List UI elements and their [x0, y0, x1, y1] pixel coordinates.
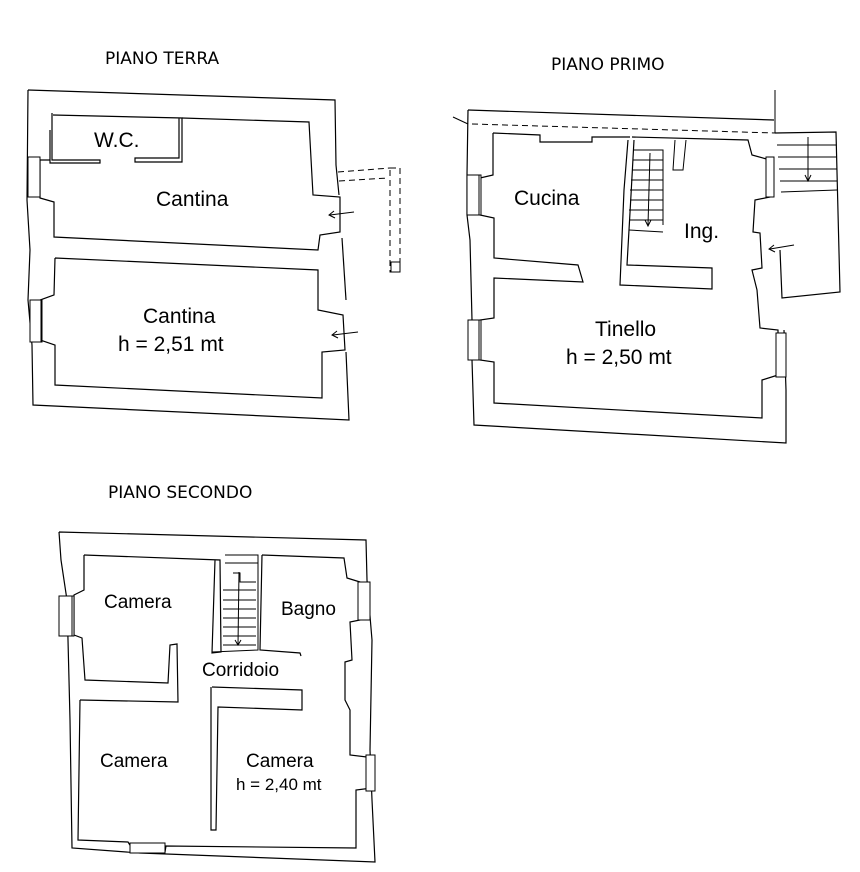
window: [467, 319, 482, 361]
interior-stair: [211, 554, 259, 653]
external-stair: [774, 131, 841, 299]
room-height: h = 2,50 mt: [566, 346, 672, 369]
room-label-cucina: Cucina: [514, 187, 580, 210]
entrance-arrow-icon: [768, 244, 795, 253]
room-label-cantina: Cantina: [156, 188, 229, 211]
entrance-arrow-icon: [328, 210, 355, 219]
window: [775, 332, 787, 378]
floor-title-piano-terra: PIANO TERRA: [105, 49, 219, 69]
bagno-wall: [259, 554, 302, 657]
outer-wall: [341, 237, 347, 301]
window: [29, 299, 43, 343]
window: [765, 156, 775, 198]
stair-wall: [619, 139, 713, 290]
room-height: h = 2,51 mt: [118, 333, 224, 356]
room-label-camera: Camera: [100, 751, 168, 772]
floor-title-piano-primo: PIANO PRIMO: [551, 55, 665, 75]
window: [58, 595, 75, 637]
floor-plan-piano-terra: PIANO TERRA W.C. Cantina Canti: [26, 49, 401, 421]
room-label-camera: Camera: [104, 592, 172, 613]
room-label-bagno: Bagno: [281, 599, 336, 620]
window: [129, 842, 166, 854]
window: [357, 581, 371, 621]
outer-wall: [26, 89, 350, 421]
floor-plan-piano-secondo: PIANO SECONDO: [58, 483, 376, 863]
stair-step: [390, 261, 401, 273]
interior-wall: [479, 133, 779, 419]
hidden-line: [471, 123, 776, 134]
window: [365, 754, 376, 792]
external-stair: [338, 177, 389, 182]
outer-wall: [467, 109, 775, 121]
cantina-1-wall: [39, 117, 341, 251]
interior-wall: [77, 699, 373, 853]
window: [27, 156, 41, 198]
outer-wall: [58, 531, 376, 863]
floor-title-piano-secondo: PIANO SECONDO: [108, 483, 252, 503]
cantina-2-wall: [39, 257, 346, 399]
corridor-wall: [210, 686, 303, 831]
bagno-wall: [261, 554, 376, 759]
room-label-tinello: Tinello: [595, 318, 656, 341]
room-label-wc: W.C.: [94, 129, 140, 152]
camera-wall: [73, 555, 179, 703]
outer-wall: [27, 89, 340, 196]
entrance-arrow-icon: [331, 330, 359, 339]
room-height: h = 2,40 mt: [236, 775, 322, 794]
floor-plan-piano-primo: PIANO PRIMO: [452, 55, 841, 444]
window: [466, 174, 482, 216]
external-stair: [389, 167, 401, 273]
external-stair: [337, 167, 391, 173]
wc-wall: [49, 113, 101, 164]
room-label-cantina: Cantina: [143, 305, 216, 328]
room-label-camera: Camera: [246, 751, 314, 772]
interior-wall: [492, 132, 630, 143]
interior-stair: [628, 139, 687, 233]
room-label-ingresso: Ing.: [684, 220, 719, 243]
room-label-corridoio: Corridoio: [202, 660, 279, 681]
